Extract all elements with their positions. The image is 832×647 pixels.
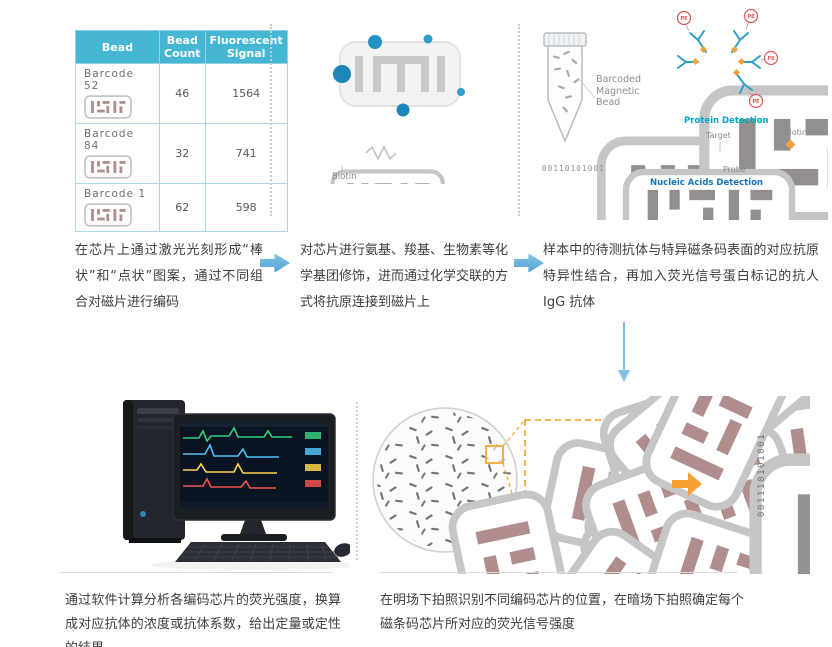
pe-label: PE [680,16,688,22]
tube-detection-illustration: PE PE PE PE [543,8,829,220]
monitor-readouts [305,432,321,487]
bead-table: Bead Bead Count Fluorescent Signal Barco… [75,30,288,232]
nucleic-acids-row [626,139,796,220]
bead-table-panel: Bead Bead Count Fluorescent Signal Barco… [75,30,288,232]
nucleic-acids-detection-label: Nucleic Acids Detection [650,178,763,188]
biotin-label: Biotin [784,128,808,137]
tube-detection-panel: PE PE PE PE Barcoded Magnetic Bead 00110… [538,8,828,220]
probe-label: Probe [723,165,746,174]
encoded-chip-illustration [322,34,478,184]
col-header-count: Bead Count [159,30,206,64]
fluorescent-value: 598 [204,183,288,232]
step2-caption: 对芯片进行氨基、羧基、生物素等化学基团修饰，进而通过化学交联的方式将抗原连接到磁… [300,243,509,310]
antigen-diamonds [691,45,746,77]
antibodies [677,30,761,94]
divider-line [380,572,738,573]
dot-codes [333,34,465,117]
down-arrow-icon [618,322,630,382]
target-label: Target [706,131,731,140]
encoded-chip-panel: Biotin [322,28,478,198]
imaging-caption: 在明场下拍照识别不同编码芯片的位置，在暗场下拍照确定每个磁条码芯片所对应的荧光信… [380,593,745,632]
computer-tower [123,400,185,543]
monitor-waveforms [183,426,292,489]
microscope-field-illustration [372,396,810,574]
magnetic-code-digits: 00110101001 [542,164,605,173]
dotted-separator [356,402,358,560]
bead-name: Barcode 1 [84,188,147,200]
chip-linker-antigen [333,145,478,184]
col-header-signal: Fluorescent Signal [204,30,288,64]
computer-keyboard [175,542,341,562]
bead-cell: Barcode 84 [75,123,160,184]
computer-mouse [334,543,352,557]
step1-caption: 在芯片上通过激光光刻形成“棒状”和“点状”图案，通过不同组合对磁片进行编码 [75,243,263,310]
pe-links [684,20,767,97]
col-header-bead: Bead [75,30,160,64]
barcode-chip-icon [84,155,132,179]
computer-workstation-illustration [123,400,360,570]
orange-arrow-icon [672,472,702,496]
bead-count-value: 62 [159,183,206,232]
bead-cell: Barcode 1 [75,183,160,232]
beads-in-tube [553,50,580,113]
computer-monitor [172,413,336,541]
centrifuge-tube [543,32,596,143]
protein-detection-label: Protein Detection [684,116,769,126]
dotted-separator [518,24,520,216]
biotin-label: Biotin [332,172,357,182]
right-arrow-icon [514,253,544,273]
decoded-digits: 001110101001 [757,432,767,518]
barcoded-magnetic-bead-label: Barcoded Magnetic Bead [596,74,641,108]
bead-name: Barcode 52 [84,68,135,92]
magnetic-chip [333,34,465,117]
barcode-chip-icon [84,95,132,119]
fluorescent-value: 741 [204,123,288,184]
pe-fluorophores: PE PE PE PE [676,8,779,109]
software-analysis-caption: 通过软件计算分析各编码芯片的荧光强度，换算成对应抗体的浓度或抗体系数，给出定量或… [65,593,341,647]
right-arrow-icon [260,253,290,273]
pe-label: PE [752,99,760,105]
bead-count-value: 46 [159,63,206,124]
protein-detection-cluster: PE PE PE PE [676,8,829,218]
table-header-row: Bead Bead Count Fluorescent Signal [75,30,288,64]
workstation-panel [95,392,360,574]
table-row: Barcode 1 62 598 [75,183,288,232]
bead-count-value: 32 [159,123,206,184]
biotin-diamond [785,139,796,150]
microscope-panel: 001110101001 [370,396,810,574]
divider-line [60,572,332,573]
fluorescent-value: 1564 [204,63,288,124]
bead-cell: Barcode 52 [75,63,160,124]
barcode-chip-icon [84,203,132,227]
pe-label: PE [747,14,755,20]
table-row: Barcode 84 32 741 [75,123,288,184]
bead-name: Barcode 84 [84,128,135,152]
dotted-separator [270,24,272,216]
step3-caption: 样本中的待测抗体与特异磁条码表面的对应抗原特异性结合，再加入荧光信号蛋白标记的抗… [543,243,819,310]
pe-label: PE [767,56,775,62]
table-row: Barcode 52 46 1564 [75,63,288,124]
